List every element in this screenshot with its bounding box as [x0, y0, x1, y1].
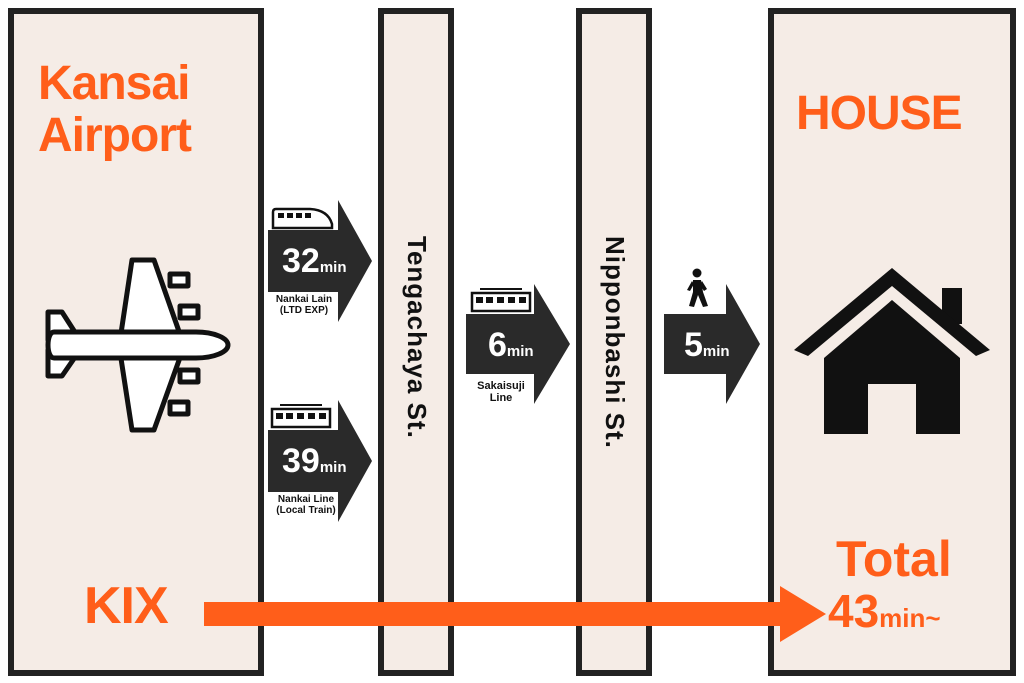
airplane-icon — [45, 257, 231, 433]
leg-arrow-walk — [664, 284, 760, 404]
leg-time-unit: min — [319, 259, 347, 276]
leg-time-value: 39 — [282, 442, 320, 480]
nipponbashi-station-label: Nipponbashi St. — [600, 236, 630, 449]
caption-line1: Nankai Line — [277, 494, 335, 505]
leg-arrow-express — [268, 200, 372, 322]
nipponbashi-station-column — [576, 8, 652, 676]
house-icon — [794, 268, 990, 434]
local-train-icon — [270, 404, 332, 432]
caption-line2: (LTD EXP) — [279, 305, 329, 316]
leg-caption-sakaisuji: Sakaisuji Line — [470, 380, 532, 404]
leg-time-value: 5 — [684, 326, 703, 364]
leg-time-express: 32min — [282, 242, 347, 281]
leg-caption-express: Nankai Lain (LTD EXP) — [266, 294, 342, 316]
leg-time-unit: min — [506, 343, 534, 360]
leg-arrow-sakaisuji — [466, 284, 570, 404]
total-time: 43min~ — [828, 584, 941, 638]
kix-label: KIX — [84, 577, 169, 635]
caption-line2: Line — [489, 392, 513, 404]
leg-time-walk: 5min — [684, 326, 730, 365]
total-label: Total — [836, 531, 952, 587]
leg-time-local: 39min — [282, 442, 347, 481]
leg-arrow-local — [268, 400, 372, 522]
airport-title-line2: Airport — [38, 109, 192, 162]
leg-time-value: 32 — [282, 242, 320, 280]
total-route-arrow — [204, 586, 826, 642]
leg-time-value: 6 — [488, 326, 507, 364]
airport-title-line1: Kansai — [38, 57, 190, 110]
leg-time-unit: min — [319, 459, 347, 476]
leg-caption-local: Nankai Line (Local Train) — [266, 494, 346, 516]
total-value: 43 — [828, 585, 880, 637]
leg-time-sakaisuji: 6min — [488, 326, 534, 365]
tengachaya-station-column — [378, 8, 454, 676]
total-unit: min~ — [879, 603, 941, 633]
tengachaya-station-label: Tengachaya St. — [402, 236, 432, 439]
leg-time-unit: min — [702, 343, 730, 360]
caption-line1: Sakaisuji — [477, 380, 525, 392]
walking-person-icon — [687, 268, 708, 307]
caption-line2: (Local Train) — [276, 505, 336, 516]
house-title: HOUSE — [796, 87, 963, 140]
caption-line1: Nankai Lain — [275, 294, 333, 305]
